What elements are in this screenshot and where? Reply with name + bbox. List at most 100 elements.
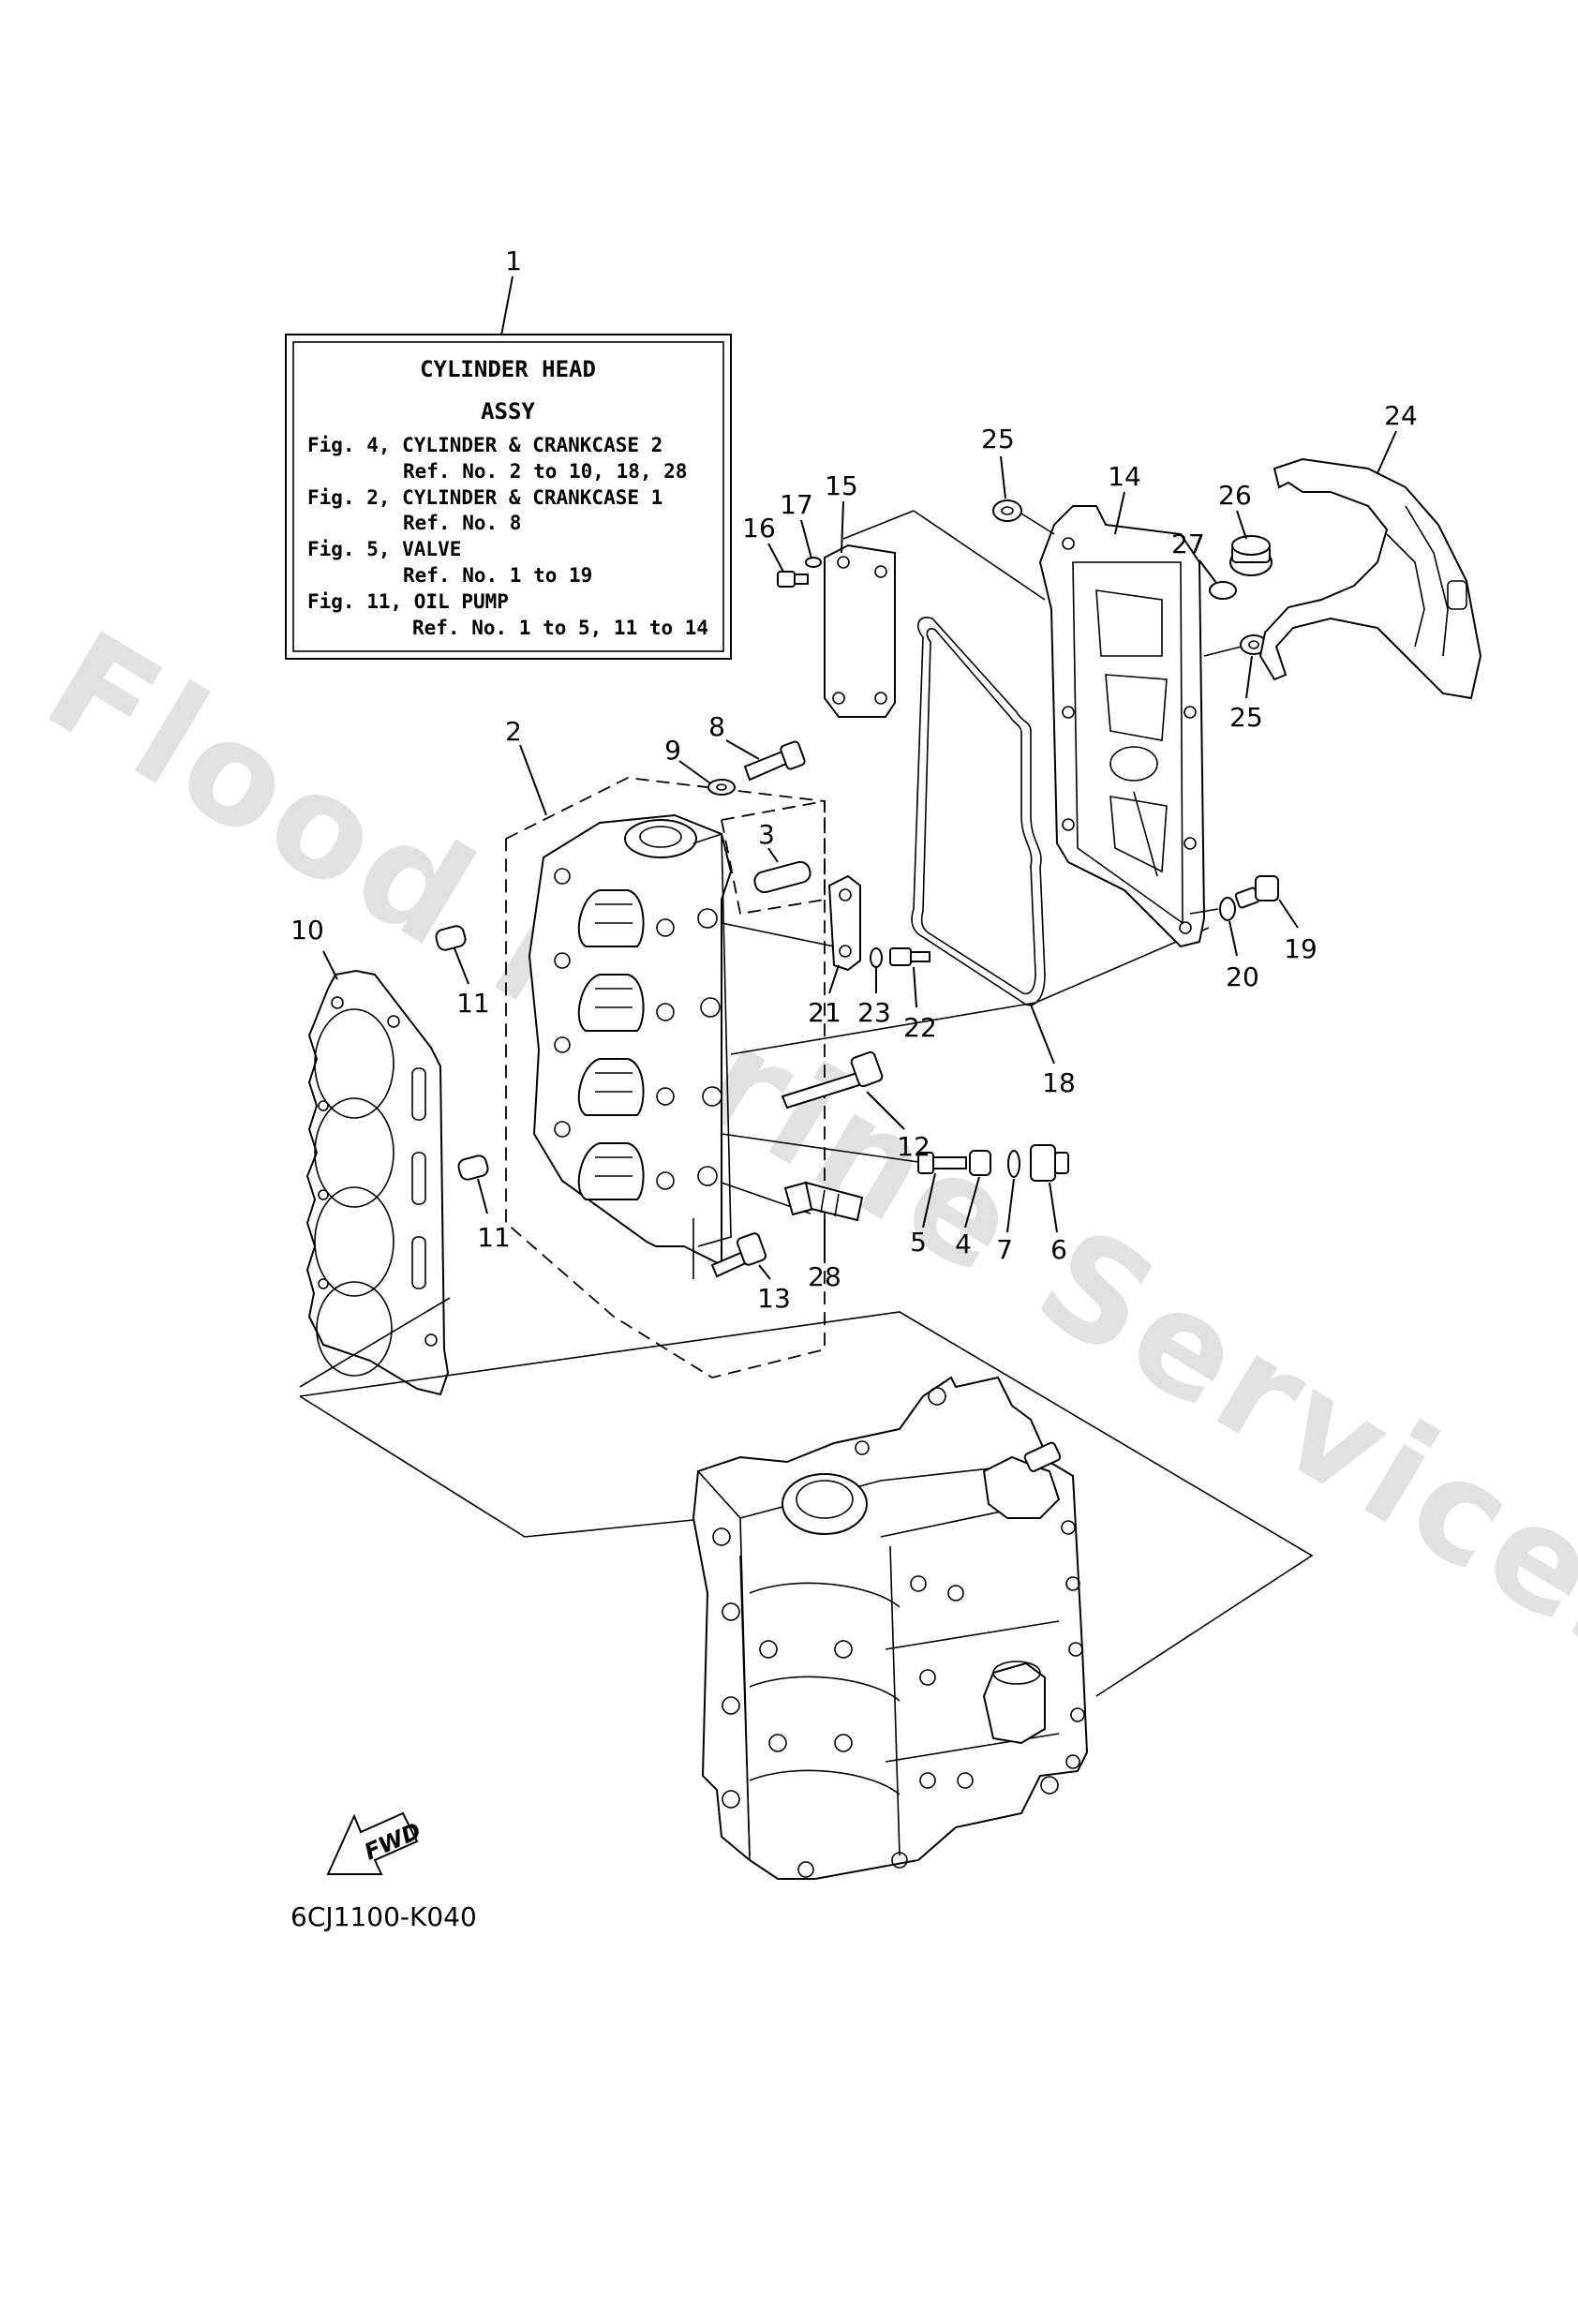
callout-17: 17 [780, 489, 813, 520]
callout-1: 1 [505, 246, 522, 276]
callout-6: 6 [1050, 1234, 1067, 1265]
exhaust-cover-14 [1038, 505, 1206, 948]
washer-9 [707, 779, 736, 796]
leader-2 [519, 744, 547, 816]
callout-27: 27 [1171, 529, 1205, 559]
leader-15 [841, 500, 844, 554]
callout-19: 19 [1284, 933, 1317, 964]
leader-26 [1236, 510, 1247, 540]
callout-14: 14 [1108, 461, 1141, 492]
screw-22 [889, 947, 930, 966]
leader-25b [1245, 655, 1253, 699]
callout-11-upper: 11 [456, 988, 490, 1019]
o-ring-27 [1209, 581, 1237, 600]
assembly-line-25a [1020, 513, 1055, 535]
leader-5 [922, 1172, 936, 1229]
callout-8: 8 [708, 711, 725, 742]
pipe-3 [753, 860, 811, 894]
leader-6 [1049, 1182, 1058, 1233]
cylinder-head [528, 813, 733, 1267]
bolt-12 [781, 1050, 884, 1110]
callout-22: 22 [903, 1012, 937, 1043]
callout-2: 2 [505, 716, 522, 747]
leader-18 [1030, 1004, 1055, 1065]
washer-23 [870, 947, 883, 968]
plate-15 [824, 544, 896, 718]
leader-21 [721, 922, 835, 947]
callout-28: 28 [808, 1261, 841, 1292]
dowel-pin-lower [457, 1155, 489, 1181]
leader-11a [454, 947, 469, 985]
leader-17 [800, 519, 812, 559]
cover-24 [1258, 457, 1482, 700]
callout-18: 18 [1042, 1067, 1076, 1098]
leader-3 [767, 847, 779, 863]
info-box: CYLINDER HEAD ASSY Fig. 4, CYLINDER & CR… [285, 276, 732, 660]
callout-23: 23 [857, 997, 891, 1028]
spark-plug-28 [783, 1181, 864, 1222]
assembly-line-head [730, 1002, 1036, 1055]
callout-9: 9 [664, 735, 681, 766]
callout-24: 24 [1384, 400, 1418, 431]
leader-25a [1000, 455, 1006, 499]
assembly-line-block-a [299, 1297, 451, 1388]
assembly-line-20 [1189, 908, 1219, 915]
washer-17 [805, 557, 822, 568]
callout-25-top: 25 [981, 424, 1015, 454]
screw-19 [1234, 875, 1279, 909]
head-gasket [305, 969, 450, 1396]
info-box-ref-fig11: Fig. 11, OIL PUMP [307, 590, 509, 613]
callout-26: 26 [1218, 480, 1252, 511]
callout-10: 10 [290, 915, 324, 946]
bolt-8 [743, 740, 806, 782]
assembly-line-block-d [524, 1517, 713, 1538]
dowel-pin-upper [435, 925, 467, 951]
info-box-ref-fig11-nums: Ref. No. 1 to 5, 11 to 14 [412, 617, 708, 639]
assembly-line-18b [913, 510, 1046, 601]
assembly-line-25b [1203, 646, 1243, 657]
assembly-line-block-b [299, 1311, 1314, 1697]
bolt-13 [710, 1232, 767, 1278]
info-box-ref-fig4: Fig. 4, CYLINDER & CRANKCASE 2 [307, 434, 662, 456]
callout-16: 16 [742, 513, 776, 544]
callout-5: 5 [910, 1227, 927, 1258]
leader-21-label [828, 964, 840, 994]
callout-25-bottom: 25 [1229, 702, 1263, 733]
leader-7 [1006, 1178, 1015, 1233]
assembly-line-block-c [299, 1395, 526, 1538]
leader-14 [1114, 491, 1125, 535]
plug-4 [969, 1150, 991, 1176]
callout-3: 3 [758, 819, 775, 850]
assembly-line-18a [842, 510, 915, 540]
info-box-ref-fig4-nums: Ref. No. 2 to 10, 18, 28 [403, 460, 687, 483]
bolt-5 [917, 1152, 967, 1174]
info-box-ref-fig2-nums: Ref. No. 8 [403, 512, 521, 534]
callout-13: 13 [757, 1283, 791, 1314]
washer-20 [1219, 897, 1236, 921]
callout-20: 20 [1226, 961, 1259, 992]
grommet-25-top [992, 499, 1022, 522]
leader-20 [1228, 920, 1238, 957]
leader-24 [1377, 430, 1397, 474]
info-box-ref-fig2: Fig. 2, CYLINDER & CRANKCASE 1 [307, 486, 662, 509]
plug-6 [1030, 1144, 1069, 1182]
info-box-ref-fig5: Fig. 5, VALVE [307, 538, 461, 560]
leader-5-line [721, 1133, 919, 1163]
info-box-subtitle: ASSY [481, 398, 535, 425]
callout-7: 7 [996, 1234, 1013, 1265]
leader-19 [1278, 899, 1299, 929]
leader-16 [767, 543, 784, 573]
info-box-title: CYLINDER HEAD [420, 356, 596, 382]
info-box-ref-fig5-nums: Ref. No. 1 to 19 [403, 564, 592, 587]
diagram-code: 6CJ1100-K040 [290, 1901, 477, 1932]
callout-4: 4 [955, 1229, 972, 1259]
callout-21: 21 [808, 997, 841, 1028]
leader-10 [322, 950, 338, 980]
o-ring-7 [1007, 1150, 1020, 1178]
cylinder-head-assy-outline [505, 777, 826, 1378]
leader-27 [1198, 559, 1217, 584]
cylinder-block [692, 1376, 1089, 1880]
callout-15: 15 [825, 470, 858, 501]
leader-11b [477, 1178, 488, 1214]
